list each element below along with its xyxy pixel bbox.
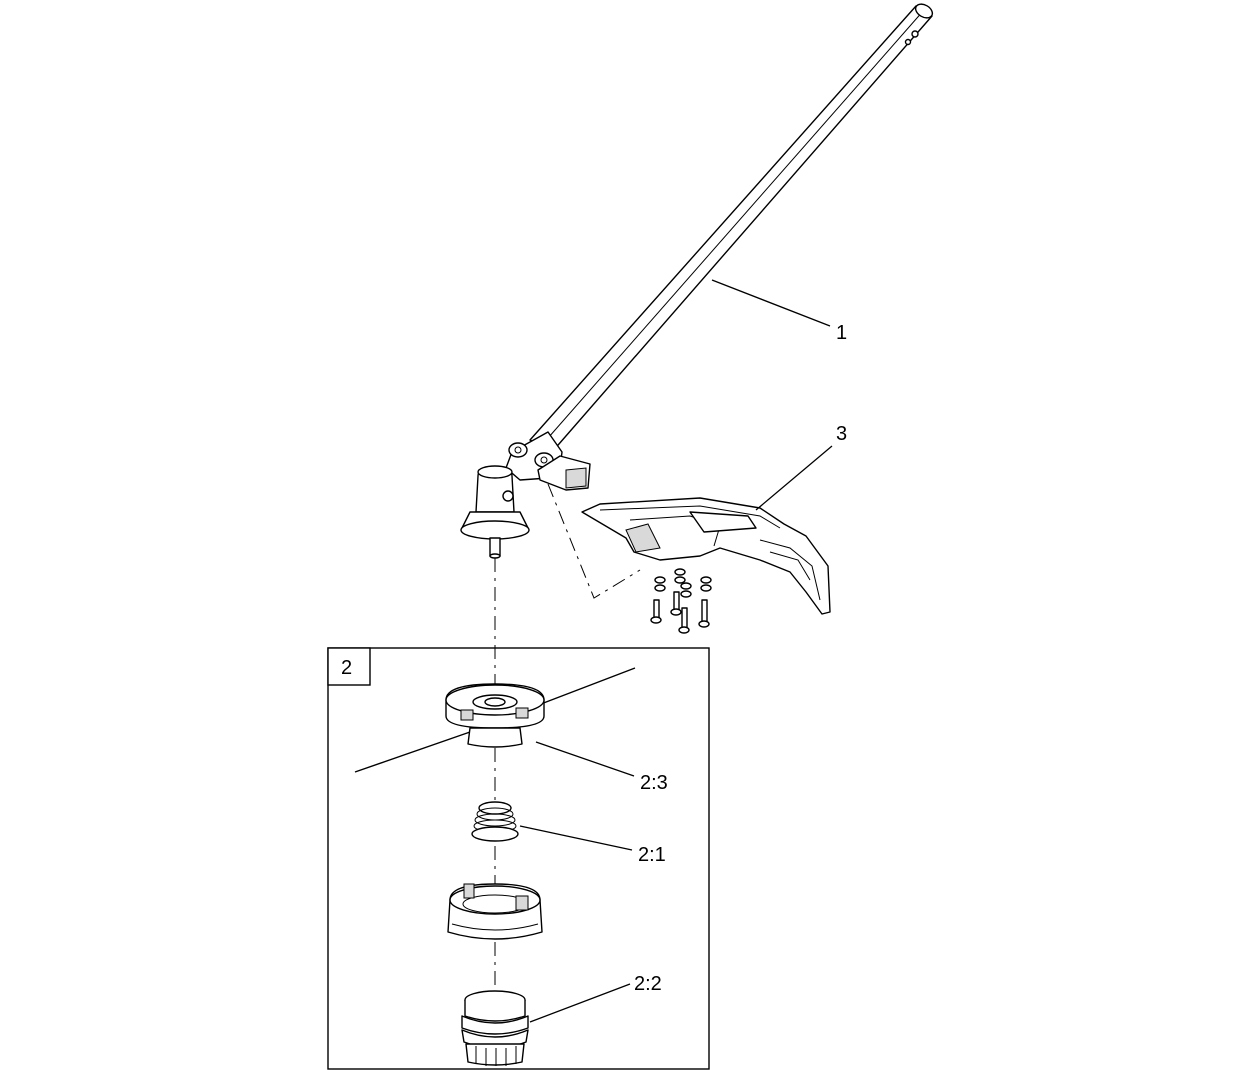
shaft-end [914,3,934,19]
screw [650,599,662,624]
screw [698,599,710,628]
trimmer-head-box-tag [327,647,371,686]
callout-housing: 2:3 [640,772,668,794]
bump-knob [461,990,529,1066]
gear-head [460,465,530,559]
callout-guard: 3 [836,423,847,445]
callout-trimmer-head-box: 2 [341,657,352,679]
spring [471,801,519,842]
leader-bump-knob [529,983,631,1023]
guard-fasteners [650,568,712,634]
callout-shaft: 1 [836,322,847,344]
leader-housing [535,741,635,777]
leader-guard [755,445,833,511]
shaft-assembly [460,3,934,559]
leader-spring [519,825,633,851]
guard-alignment-line [547,483,641,599]
screw [670,591,682,616]
clamp-screw [508,442,528,458]
spool-cap [447,883,543,940]
trimmer-guard [581,497,831,615]
callout-bump-knob: 2:2 [634,973,662,995]
trimmer-head-box [327,647,710,1070]
trimmer-head-housing [354,667,636,773]
leader-shaft [711,279,831,327]
callout-spring: 2:1 [638,844,666,866]
screw [678,607,690,634]
